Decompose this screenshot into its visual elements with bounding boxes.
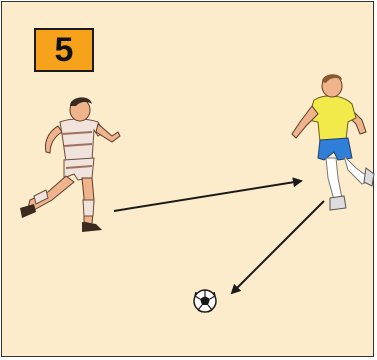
player-right-icon (292, 74, 374, 210)
player-left-icon (20, 97, 120, 232)
pass-arrow (114, 181, 301, 211)
soccer-ball-icon (194, 290, 216, 312)
return-pass-arrow (232, 201, 324, 293)
